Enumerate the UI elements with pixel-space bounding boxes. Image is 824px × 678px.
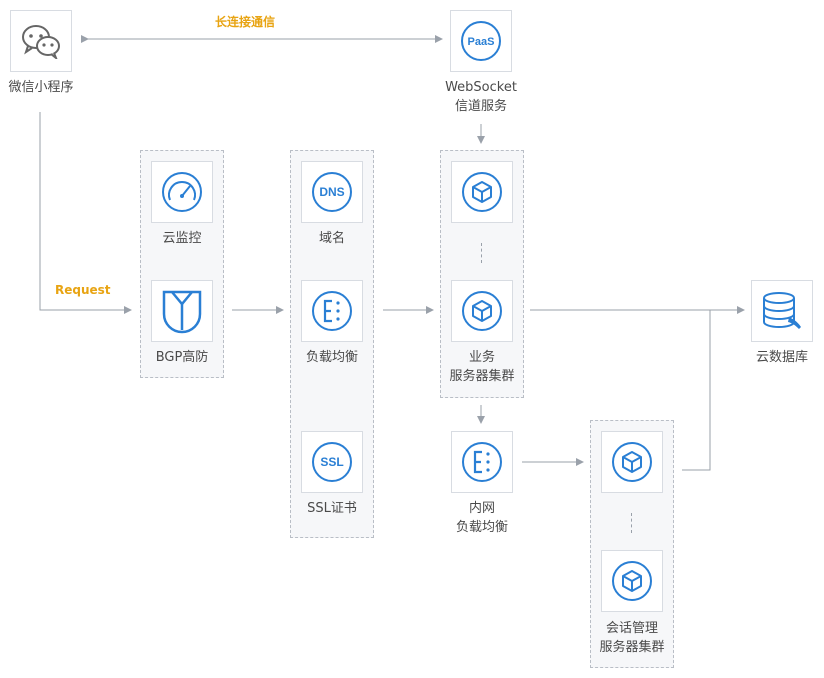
bgp-label: BGP高防 — [155, 350, 209, 365]
gauge-icon — [160, 170, 204, 214]
session-cluster-ellipsis — [631, 513, 636, 533]
dns-tile[interactable]: DNS — [301, 161, 363, 223]
shield-icon — [160, 288, 204, 334]
request-label: Request — [55, 283, 111, 297]
paas-icon: PaaS — [459, 19, 503, 63]
cloud-db-tile[interactable] — [751, 280, 813, 342]
websocket-tile[interactable]: PaaS — [450, 10, 512, 72]
ssl-icon: SSL — [310, 440, 354, 484]
internal-lb-tile[interactable] — [451, 431, 513, 493]
load-balancer-icon — [310, 289, 354, 333]
ssl-label: SSL证书 — [307, 501, 357, 516]
dns-icon: DNS — [310, 170, 354, 214]
server-cube-icon — [460, 170, 504, 214]
session-cluster-label-line1: 会话管理 — [605, 621, 658, 636]
cloud-db-label: 云数据库 — [755, 350, 808, 365]
session-server-tile-2[interactable] — [601, 550, 663, 612]
load-balancer-label: 负载均衡 — [305, 350, 358, 365]
server-cube-icon — [610, 559, 654, 603]
cluster-ellipsis — [481, 243, 486, 263]
domain-label: 域名 — [318, 231, 345, 246]
websocket-label-line2: 信道服务 — [454, 99, 507, 114]
server-cube-icon — [610, 440, 654, 484]
internal-lb-label-line2: 负载均衡 — [455, 520, 508, 535]
wechat-label: 微信小程序 — [8, 80, 74, 95]
paas-badge: PaaS — [468, 36, 495, 48]
ssl-tile[interactable]: SSL — [301, 431, 363, 493]
bgp-tile[interactable] — [151, 280, 213, 342]
server-cube-icon — [460, 289, 504, 333]
session-server-tile-1[interactable] — [601, 431, 663, 493]
load-balancer-tile[interactable] — [301, 280, 363, 342]
business-cluster-label-line2: 服务器集群 — [449, 369, 515, 384]
cloud-monitor-label: 云监控 — [162, 231, 202, 246]
internal-lb-label-line1: 内网 — [468, 501, 495, 516]
ssl-badge: SSL — [320, 455, 343, 469]
load-balancer-icon — [460, 440, 504, 484]
long-connection-label: 长连接通信 — [215, 15, 276, 29]
database-icon — [759, 289, 805, 333]
business-server-tile-1[interactable] — [451, 161, 513, 223]
business-server-tile-2[interactable] — [451, 280, 513, 342]
business-cluster-label-line1: 业务 — [468, 350, 495, 365]
dns-badge: DNS — [319, 185, 344, 199]
websocket-label-line1: WebSocket — [445, 80, 517, 95]
wechat-tile[interactable] — [10, 10, 72, 72]
cloud-monitor-tile[interactable] — [151, 161, 213, 223]
session-cluster-label-line2: 服务器集群 — [599, 640, 665, 655]
wechat-icon — [21, 23, 61, 59]
